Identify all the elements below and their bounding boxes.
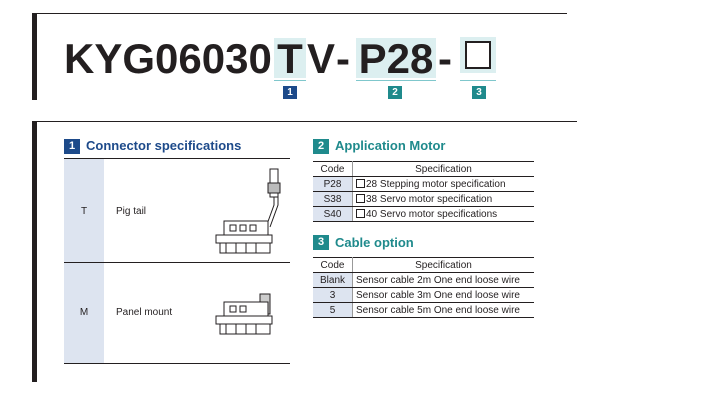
table-row: 5 Sensor cable 5m One end loose wire [313,302,534,318]
header-top-rule [32,13,567,14]
connector-key-cell-t [64,159,104,262]
connector-label-t: Pig tail [116,206,147,217]
motor-spec: 40 Servo motor specifications [366,208,498,220]
connector-label-m: Panel mount [116,307,173,318]
connector-key-cell-m [64,263,104,363]
table-row: 3 Sensor cable 3m One end loose wire [313,287,534,303]
motor-spec: 38 Servo motor specification [366,193,493,205]
marker-3: 3 [472,86,486,99]
connector-number: 1 [64,139,80,154]
square-symbol-icon [356,178,365,188]
pig-tail-connector-drawing [215,168,281,254]
model-code-dash-2: - [438,35,452,82]
motor-header-code: Code [313,161,353,177]
cable-table: Code Specification Blank Sensor cable 2m… [313,257,534,318]
section-top-rule [32,121,577,122]
marker-2: 2 [388,86,402,99]
cable-spec: Sensor cable 3m One end loose wire [352,287,534,303]
connector-rule-mid [64,262,290,263]
cable-number: 3 [313,235,329,250]
table-row: P28 28 Stepping motor specification [313,176,534,192]
marker-underline-2 [356,80,436,81]
motor-code: P28 [313,176,353,192]
model-code-motor: P28 [356,38,436,80]
connector-rule-top [64,158,290,159]
motor-code: S40 [313,206,353,222]
empty-square-icon [465,41,491,69]
table-row: Blank Sensor cable 2m One end loose wire [313,272,534,288]
motor-title: Application Motor [335,138,446,153]
model-code-base: KYG06030 [64,35,272,82]
cable-code: Blank [313,272,353,288]
table-header-row: Code Specification [313,161,534,177]
panel-mount-connector-drawing [215,293,273,335]
motor-table: Code Specification P28 28 Stepping motor… [313,161,534,222]
section-side-bar [32,122,37,382]
table-row: S38 38 Servo motor specification [313,191,534,207]
connector-rule-bottom [64,363,290,364]
motor-code: S38 [313,191,353,207]
motor-spec: 28 Stepping motor specification [366,178,506,190]
model-code-v: V [307,35,336,82]
model-code-connector: T [274,38,306,80]
square-symbol-icon [356,193,365,203]
cable-header-code: Code [313,257,353,273]
cable-spec: Sensor cable 5m One end loose wire [352,302,534,318]
square-symbol-icon [356,208,365,218]
cable-spec: Sensor cable 2m One end loose wire [352,272,534,288]
motor-header-spec: Specification [352,161,534,177]
cable-title: Cable option [335,235,414,250]
model-code-cable-box [460,37,496,73]
motor-number: 2 [313,139,329,154]
marker-underline-3 [460,80,496,81]
table-header-row: Code Specification [313,257,534,273]
marker-underline-1 [274,80,306,81]
table-row: S40 40 Servo motor specifications [313,206,534,222]
cable-code: 3 [313,287,353,303]
model-code-dash-1: - [336,35,350,82]
header-side-bar [32,14,37,100]
cable-header-spec: Specification [352,257,534,273]
cable-code: 5 [313,302,353,318]
connector-title: Connector specifications [86,138,242,153]
connector-code-t: T [80,206,88,217]
connector-code-m: M [79,307,89,318]
marker-1: 1 [283,86,297,99]
